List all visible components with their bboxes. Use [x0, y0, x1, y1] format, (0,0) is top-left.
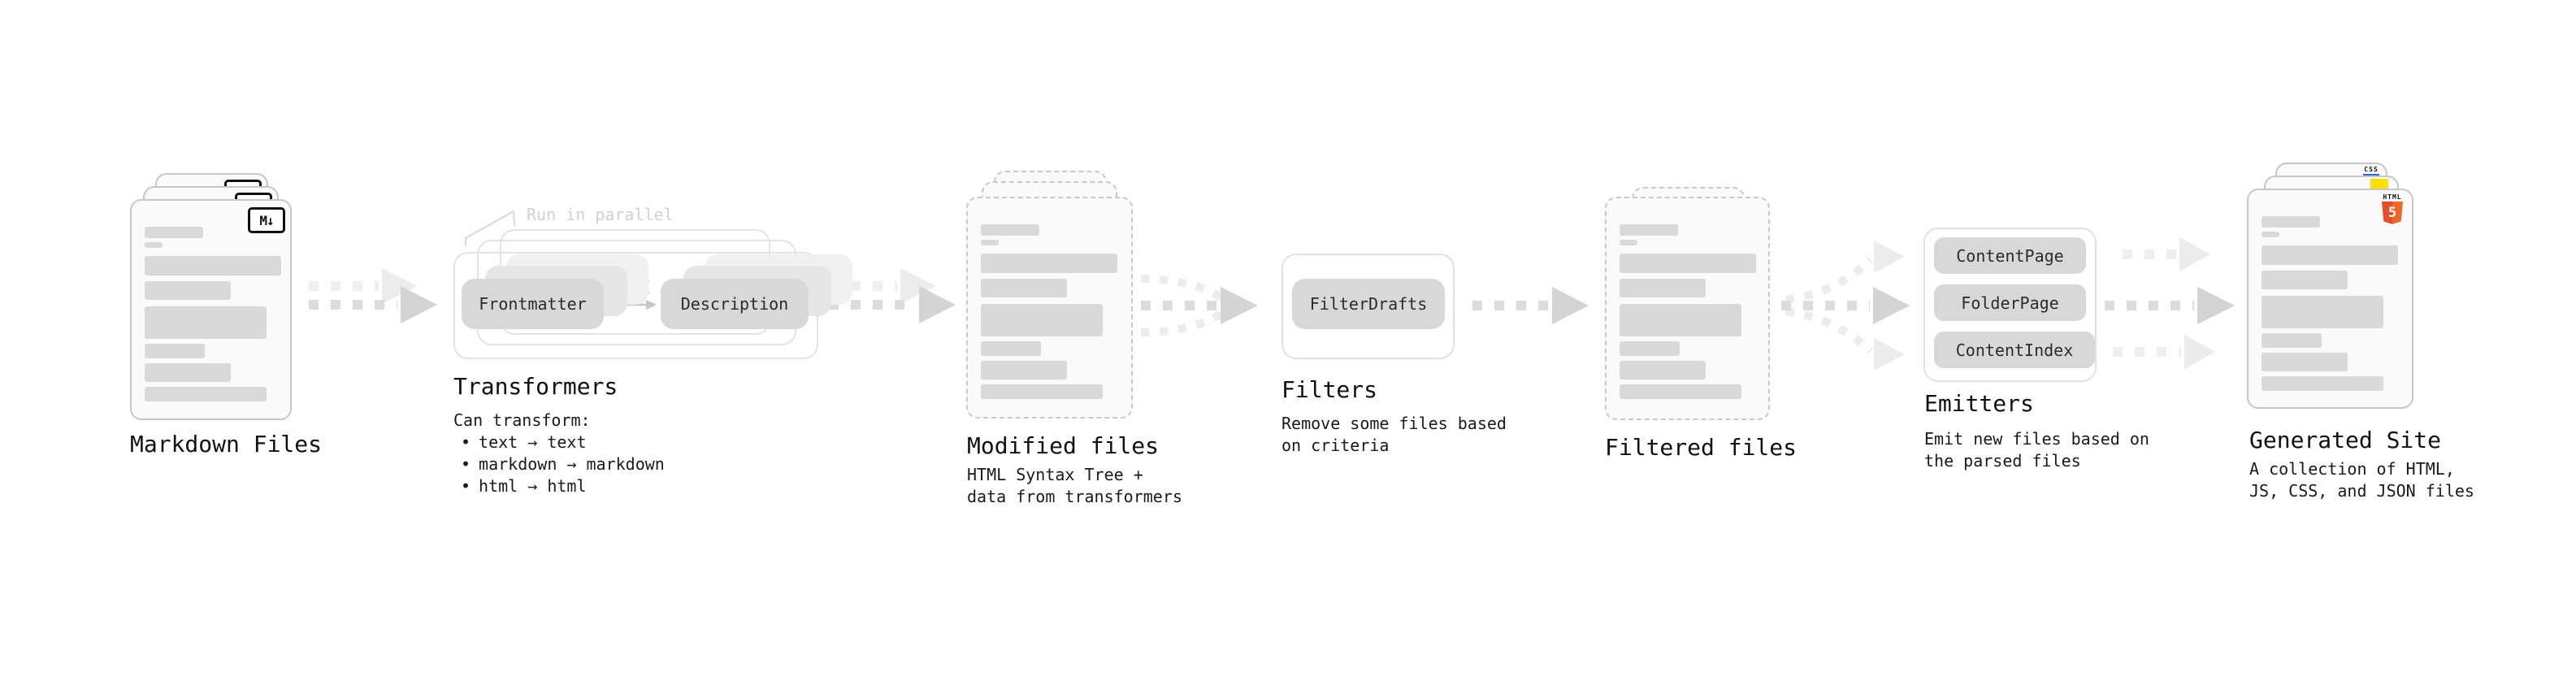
- caption-bullet-text: text → text: [479, 432, 587, 452]
- bullet-glyph: •: [461, 454, 471, 474]
- caption-bullet: • markdown → markdown: [453, 453, 665, 475]
- run-in-parallel-leader-line: [465, 210, 515, 246]
- arrow-modified-to-filters: [1140, 275, 1258, 336]
- contentindex-node: ContentIndex: [1934, 332, 2095, 368]
- stage-label-filtered-files: Filtered files: [1605, 434, 1798, 461]
- filters-caption: Remove some files based on criteria: [1281, 413, 1507, 457]
- stage-label-transformers: Transformers: [453, 373, 618, 400]
- caption-line: the parsed files: [1924, 451, 2081, 471]
- stage-label-markdown-files: Markdown Files: [130, 431, 323, 458]
- arrow-filtered-to-emitters: [1781, 241, 1910, 371]
- caption-line: Remove some files based: [1281, 414, 1507, 433]
- markdown-file-card: M↓: [130, 199, 292, 420]
- arrow-markdown-to-transformers: [309, 268, 437, 323]
- filterdrafts-node: FilterDrafts: [1292, 279, 1445, 329]
- stage-label-emitters: Emitters: [1924, 390, 2034, 417]
- bullet-glyph: •: [461, 476, 471, 496]
- arrow-transformers-to-modified: [829, 268, 956, 323]
- stage-label-modified-files: Modified files: [967, 432, 1160, 459]
- markdown-icon: M↓: [248, 207, 285, 233]
- transformers-caption: Can transform: • text → text • markdown → …: [453, 410, 665, 497]
- filtered-file-card: [1605, 197, 1770, 420]
- caption-line: on criteria: [1281, 436, 1390, 455]
- caption-line: A collection of HTML,: [2249, 459, 2455, 479]
- generated-site-caption: A collection of HTML, JS, CSS, and JSON …: [2249, 458, 2474, 502]
- modified-files-caption: HTML Syntax Tree + data from transformer…: [967, 464, 1182, 508]
- caption-bullet-text: markdown → markdown: [479, 454, 665, 474]
- caption-line: Can transform:: [453, 410, 591, 430]
- arrow-filters-to-filtered: [1472, 287, 1589, 324]
- folderpage-node: FolderPage: [1934, 284, 2086, 321]
- caption-line: JS, CSS, and JSON files: [2249, 481, 2474, 501]
- caption-bullet: • text → text: [453, 432, 665, 453]
- caption-line: HTML Syntax Tree +: [967, 465, 1143, 484]
- caption-bullet-text: html → html: [479, 476, 587, 496]
- generated-file-card: HTML 5: [2247, 189, 2413, 409]
- emitters-caption: Emit new files based on the parsed files: [1924, 428, 2149, 472]
- contentpage-node: ContentPage: [1934, 237, 2086, 274]
- description-node: Description: [661, 279, 809, 329]
- html5-icon: HTML 5: [2381, 193, 2404, 224]
- modified-file-card: [966, 197, 1133, 419]
- caption-bullet: • html → html: [453, 475, 665, 497]
- caption-line: Emit new files based on: [1924, 429, 2149, 449]
- arrow-emitters-to-generated: [2105, 237, 2235, 369]
- bullet-glyph: •: [461, 432, 471, 452]
- stage-label-filters: Filters: [1281, 376, 1378, 403]
- stage-label-generated-site: Generated Site: [2249, 427, 2442, 453]
- frontmatter-node: Frontmatter: [462, 279, 604, 329]
- caption-line: data from transformers: [967, 487, 1182, 506]
- run-in-parallel-annotation: Run in parallel: [527, 205, 674, 224]
